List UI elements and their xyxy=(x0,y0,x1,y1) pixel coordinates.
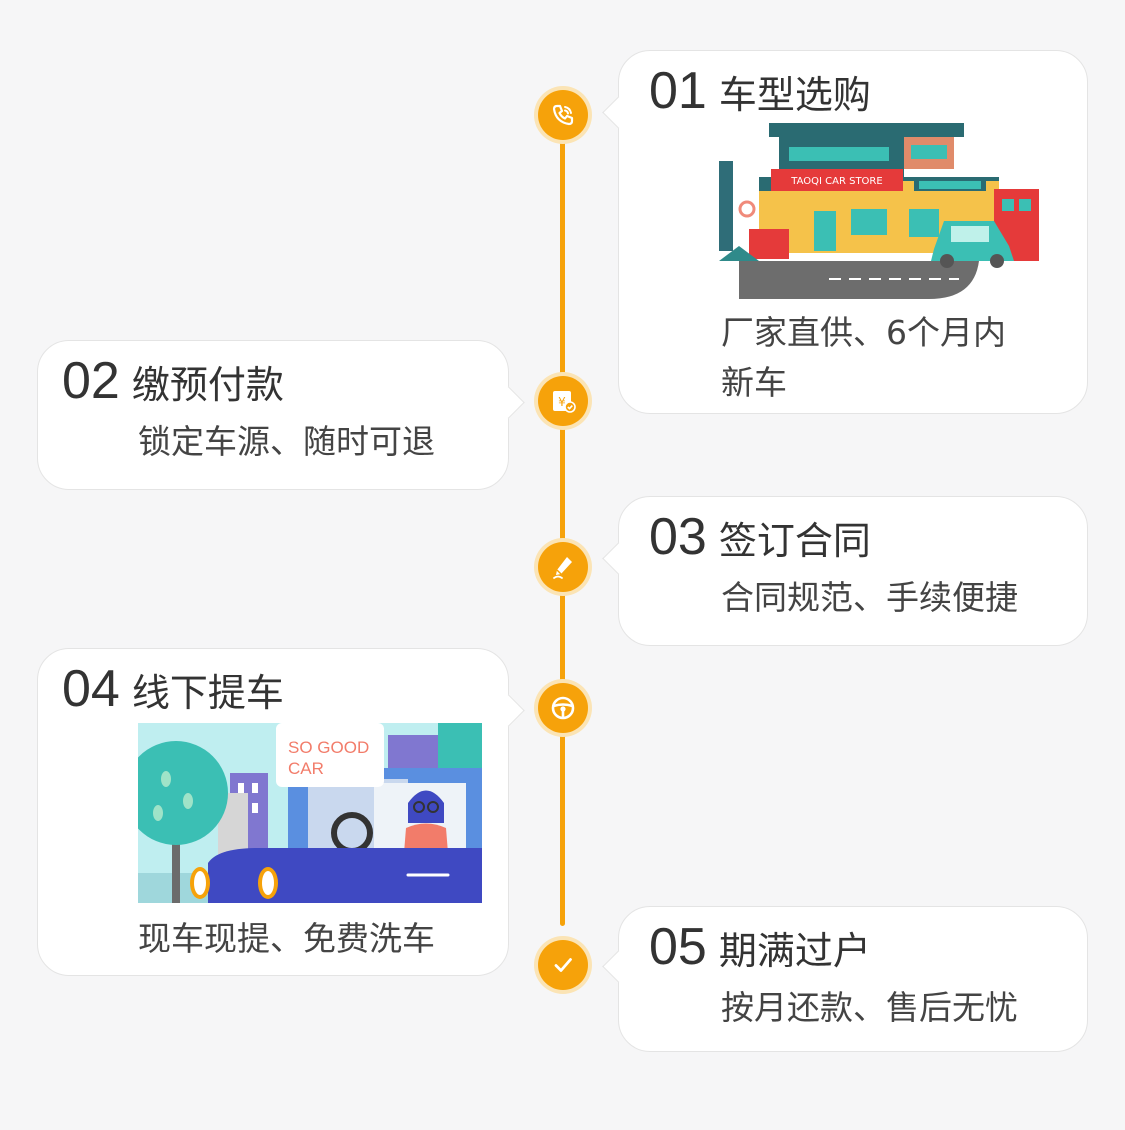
step-2-card: 02 缴预付款 锁定车源、随时可退 xyxy=(37,340,525,490)
pen-icon xyxy=(553,557,572,579)
step-1-node xyxy=(538,90,588,140)
step-title: 车型选购 xyxy=(718,73,871,117)
check-icon xyxy=(554,958,572,972)
step-title: 缴预付款 xyxy=(131,363,284,407)
step-description: 锁定车源、随时可退 xyxy=(138,422,435,461)
step-description: 厂家直供、6个月内 新车 xyxy=(721,313,1006,402)
step-3-node xyxy=(538,542,588,592)
steering-wheel-icon xyxy=(551,696,575,720)
car-driver-illustration: SO GOOD CAR xyxy=(138,723,482,903)
step-4-node xyxy=(538,683,588,733)
phone-icon xyxy=(552,104,574,126)
step-number: 04 xyxy=(62,660,120,718)
speech-bubble-line-1: SO GOOD xyxy=(288,738,369,757)
store-sign-text: TAOQI CAR STORE xyxy=(790,176,882,187)
timeline-line xyxy=(560,88,565,926)
step-description: 现车现提、免费洗车 xyxy=(138,919,435,958)
step-2-node: ¥ xyxy=(538,376,588,426)
step-number: 03 xyxy=(649,508,707,566)
step-1-card: 01 车型选购 TAOQI CAR STORE xyxy=(602,50,1088,414)
speech-bubble-line-2: CAR xyxy=(288,759,324,778)
step-title: 期满过户 xyxy=(718,929,871,973)
step-4-card: 04 线下提车 xyxy=(37,648,525,976)
step-3-card: 03 签订合同 合同规范、手续便捷 xyxy=(602,496,1088,646)
step-5-card: 05 期满过户 按月还款、售后无忧 xyxy=(602,906,1088,1052)
car-store-illustration: TAOQI CAR STORE xyxy=(719,121,1044,301)
step-description: 合同规范、手续便捷 xyxy=(721,578,1018,617)
step-description: 按月还款、售后无忧 xyxy=(721,988,1018,1027)
payment-icon: ¥ xyxy=(553,391,576,413)
step-5-node xyxy=(538,940,588,990)
step-number: 02 xyxy=(62,352,120,410)
step-title: 签订合同 xyxy=(718,519,871,563)
svg-text:¥: ¥ xyxy=(558,395,566,409)
step-title: 线下提车 xyxy=(131,671,284,715)
step-number: 01 xyxy=(649,62,707,120)
step-number: 05 xyxy=(649,918,707,976)
